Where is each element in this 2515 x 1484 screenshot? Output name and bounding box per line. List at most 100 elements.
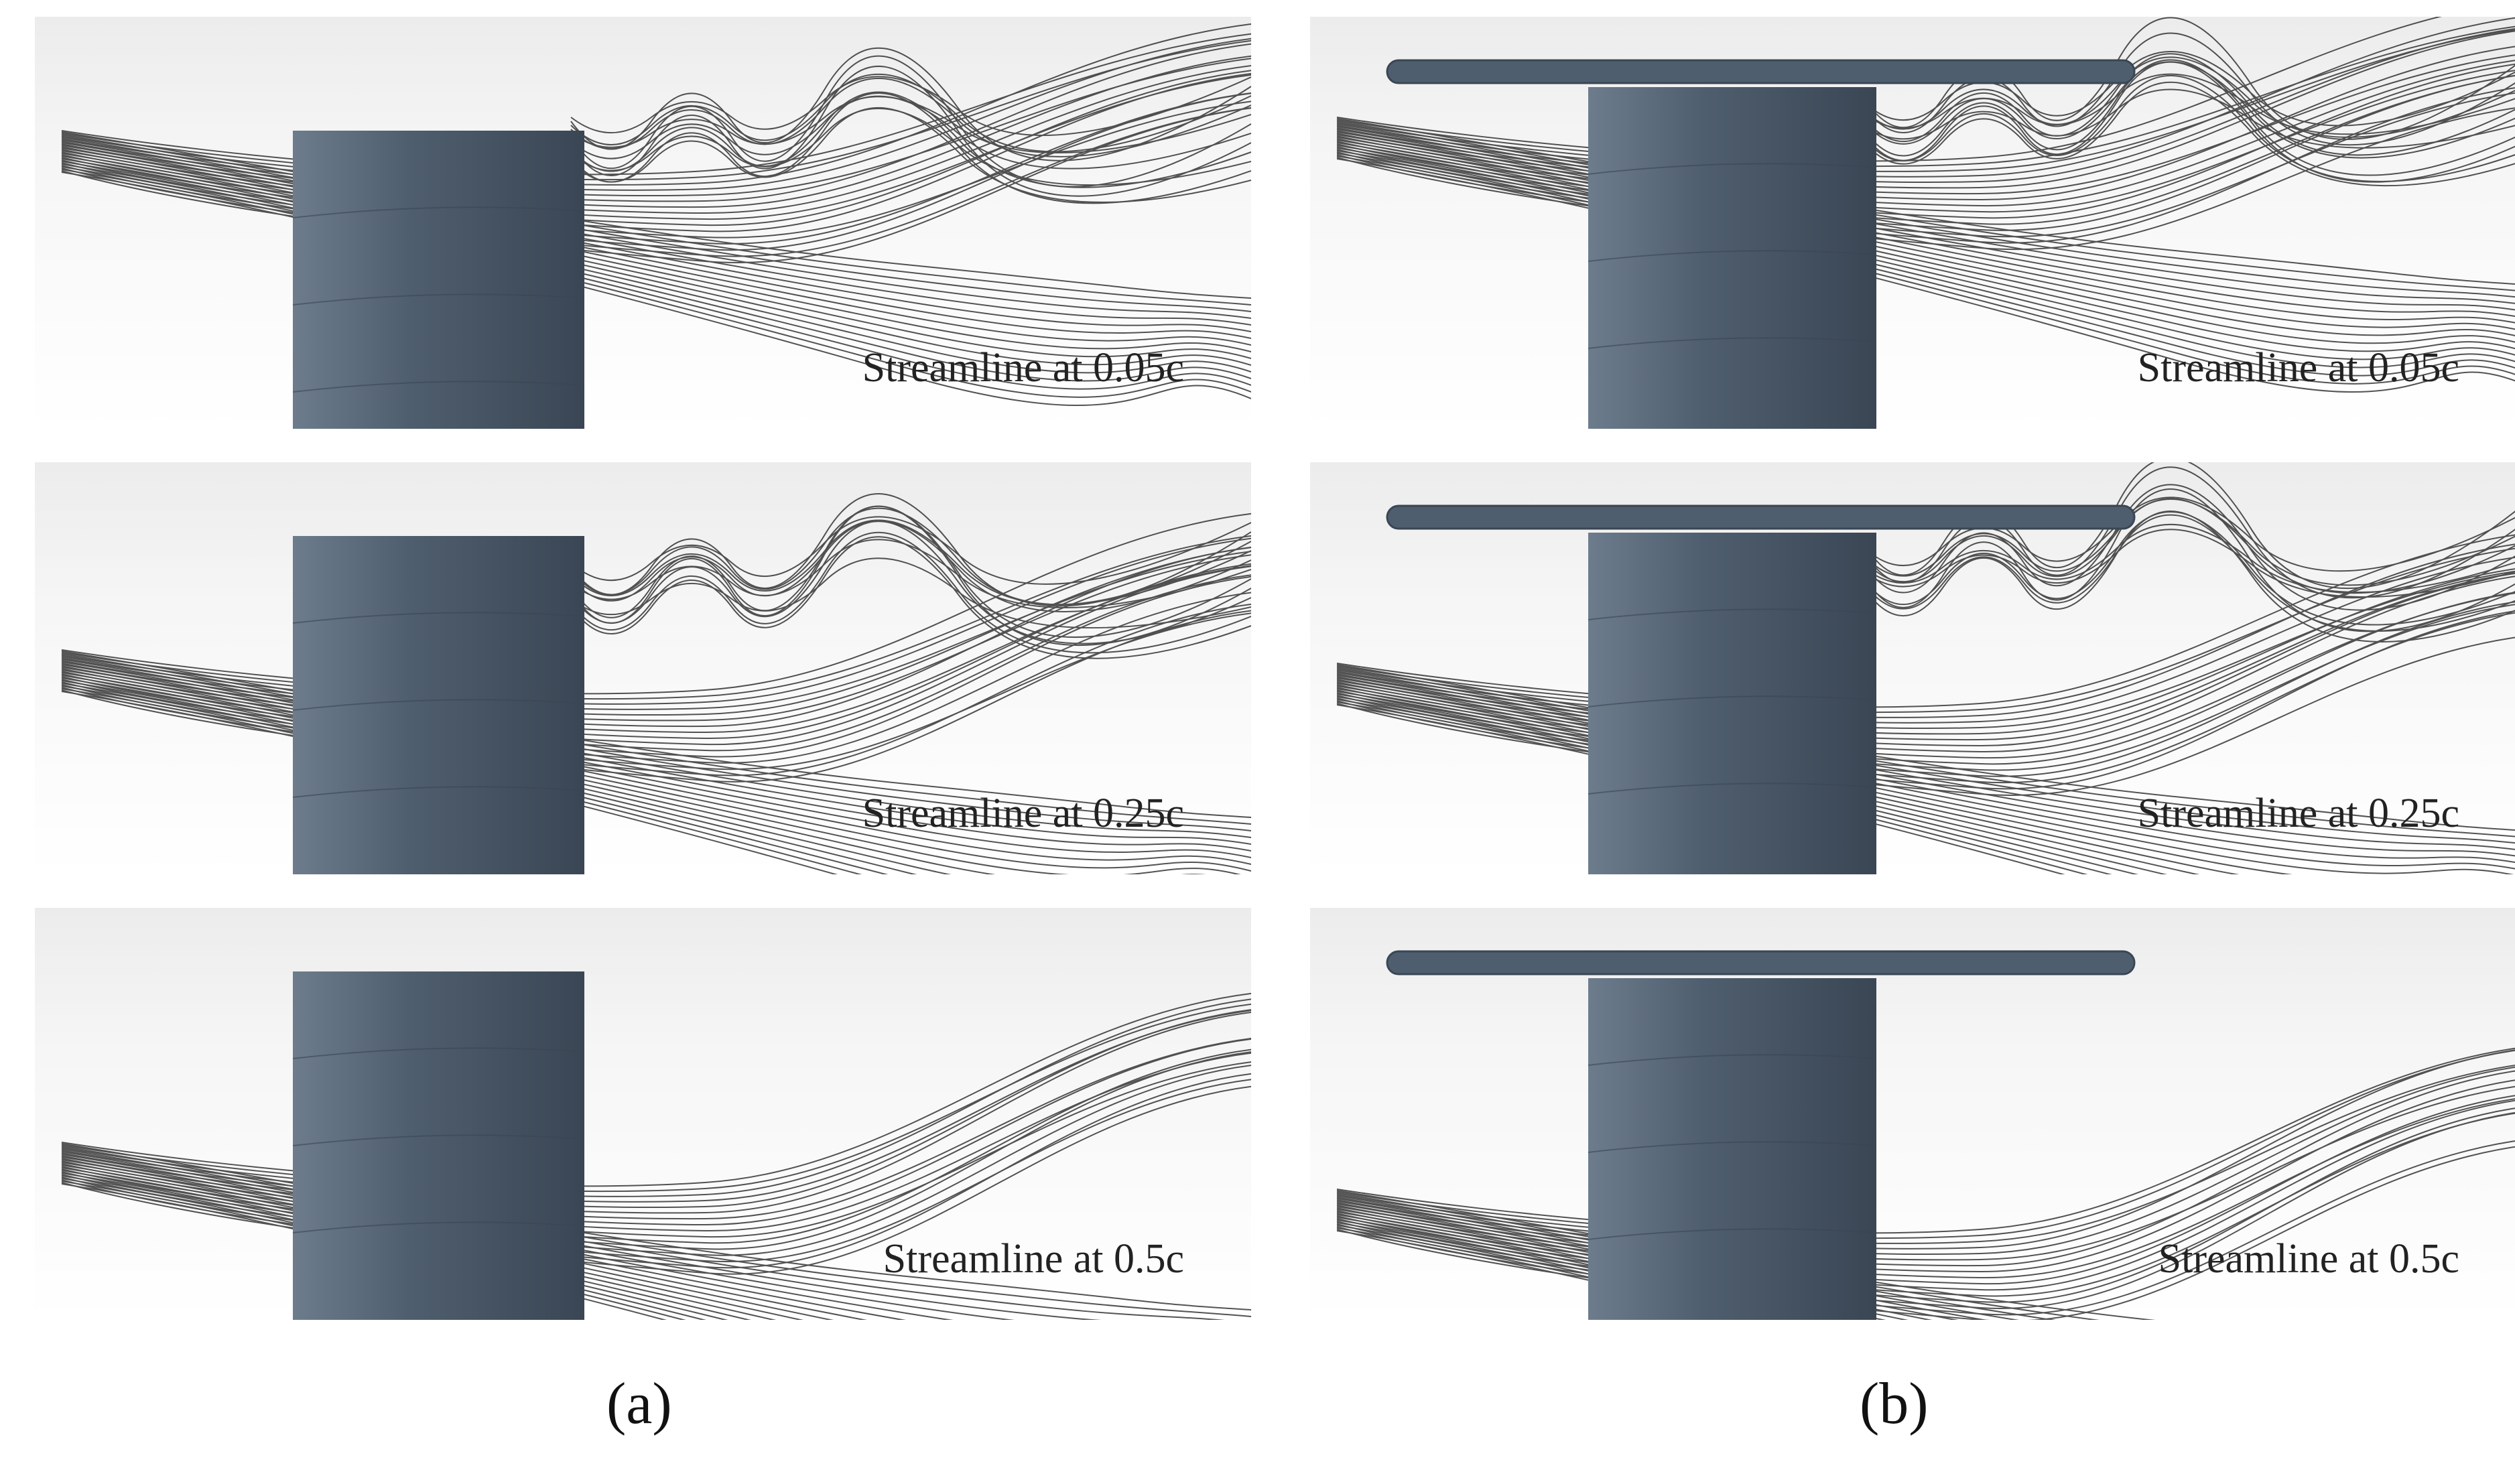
caption-a: (a) — [606, 1371, 672, 1436]
streamline — [570, 107, 1251, 203]
streamline — [1336, 696, 2139, 874]
streamline — [1336, 142, 2515, 344]
streamline — [61, 1175, 728, 1320]
streamline — [570, 73, 1251, 153]
streamline — [61, 1003, 1251, 1193]
streamline — [61, 139, 1251, 319]
streamline — [61, 547, 1251, 716]
streamline — [61, 100, 1251, 239]
streamline — [1336, 70, 2515, 213]
streamline — [61, 513, 1251, 695]
streamline — [61, 998, 1251, 1197]
streamline — [570, 47, 1251, 161]
streamline — [1862, 484, 2515, 611]
streamline — [570, 78, 1251, 157]
streamline — [1862, 73, 2515, 135]
streamline — [1862, 514, 2515, 632]
streamline-plot — [1336, 17, 2515, 429]
streamline-group — [61, 493, 1251, 874]
streamline — [1336, 30, 2515, 189]
foil-contour — [292, 612, 585, 624]
panel-a-0.25c: Streamline at 0.25c — [35, 462, 1251, 874]
foil-contour — [1588, 1054, 1877, 1066]
foil-contour — [292, 1134, 585, 1146]
streamline — [570, 493, 1251, 607]
streamline — [1336, 1070, 2515, 1267]
streamline — [1336, 1225, 1792, 1320]
streamline — [1336, 46, 2515, 201]
streamline — [61, 610, 1251, 783]
streamline — [1336, 1099, 2515, 1291]
streamline — [1336, 1079, 2515, 1273]
streamline — [1336, 17, 2515, 178]
streamline-plot — [1336, 950, 2515, 1320]
streamline — [61, 1154, 1015, 1320]
streamline — [61, 23, 1251, 186]
streamline — [61, 656, 1251, 831]
streamline — [1862, 511, 2515, 643]
streamline — [1336, 675, 2515, 857]
streamline — [1336, 1146, 2515, 1320]
streamline — [61, 672, 1251, 872]
streamline — [1336, 572, 2515, 741]
streamline — [61, 40, 1251, 181]
streamline — [570, 91, 1251, 188]
streamline — [1336, 636, 2515, 796]
streamline — [61, 550, 1251, 710]
streamline — [61, 1049, 1251, 1244]
panel-label: Streamline at 0.05c — [862, 345, 1184, 391]
streamline — [1336, 54, 2515, 195]
streamline — [1336, 557, 2515, 724]
foil-contour — [292, 381, 585, 393]
streamline — [570, 107, 1251, 186]
streamline — [1336, 1066, 2515, 1256]
streamline — [61, 134, 1251, 306]
streamline — [570, 539, 1251, 608]
streamline — [61, 1038, 1251, 1226]
streamline — [1336, 592, 2515, 759]
streamline — [61, 661, 1251, 845]
streamline — [1336, 699, 2112, 874]
streamline — [61, 1159, 907, 1320]
streamline — [1336, 683, 2514, 874]
streamline — [61, 1012, 1251, 1214]
streamline — [1336, 688, 2240, 874]
panel-a-0.05c: Streamline at 0.05c — [35, 17, 1251, 429]
streamline — [61, 169, 1251, 398]
streamline — [570, 505, 1251, 646]
streamline — [61, 685, 889, 874]
streamline — [570, 76, 1251, 136]
streamline — [61, 669, 1251, 865]
streamline-group — [61, 992, 1251, 1320]
streamline — [1336, 669, 2515, 844]
streamline — [1336, 1214, 1866, 1320]
streamline — [61, 38, 1251, 191]
streamline — [61, 55, 1251, 208]
streamline — [570, 95, 1251, 170]
streamline — [61, 1038, 1251, 1220]
streamline — [1862, 466, 2515, 599]
streamline — [61, 1167, 804, 1320]
streamline — [1336, 680, 2515, 870]
streamline — [1862, 75, 2515, 182]
end-plate — [1386, 950, 2136, 975]
streamline — [1336, 60, 2515, 207]
streamline — [61, 150, 1251, 346]
foil-contour — [292, 786, 585, 798]
foil-contour — [1588, 695, 1877, 707]
streamline-group — [1336, 1047, 2515, 1320]
streamline — [1862, 511, 2515, 626]
streamline — [1336, 1140, 2515, 1316]
streamline — [61, 1183, 667, 1320]
streamline — [61, 1181, 686, 1320]
streamline — [570, 96, 1251, 154]
streamline — [61, 1073, 1251, 1269]
streamline — [61, 1051, 1251, 1250]
streamline — [61, 1162, 868, 1320]
streamline — [1336, 704, 2065, 874]
streamline — [61, 166, 1251, 390]
streamline — [1336, 75, 2515, 225]
streamline — [570, 92, 1251, 204]
foil-body — [1588, 533, 1876, 874]
streamline — [61, 659, 1251, 838]
